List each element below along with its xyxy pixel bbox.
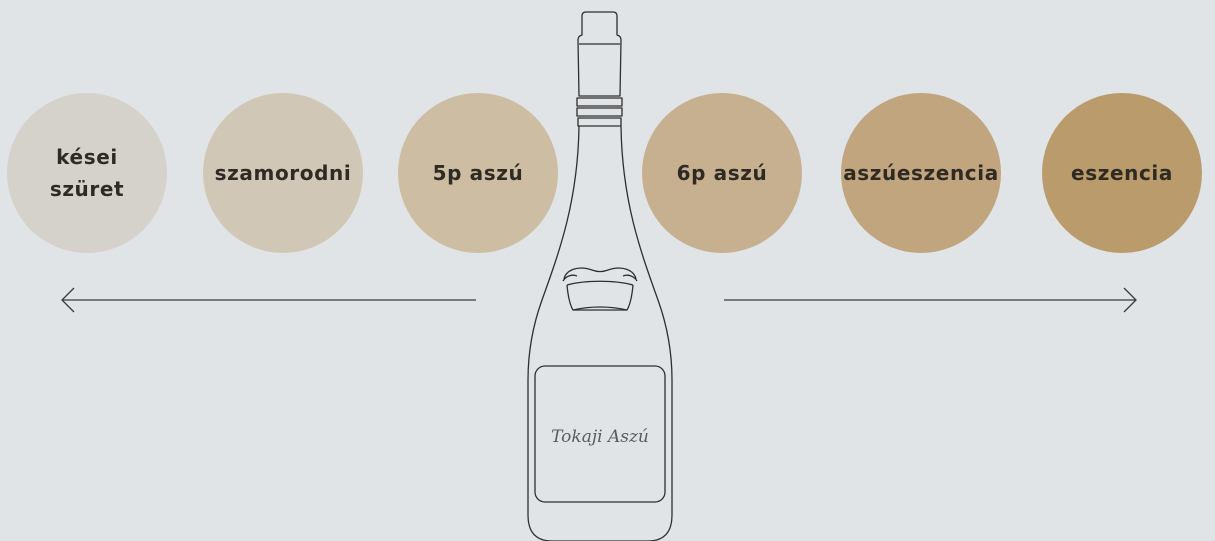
right-arrow-icon [724,288,1136,312]
bottle-body [528,126,672,541]
wine-bottle-icon [528,12,672,541]
bottle-cap [578,12,621,96]
bottle-label-text: Tokaji Aszú [551,427,649,447]
left-arrow-icon [62,288,476,312]
bottle-collar [577,98,622,106]
bottle-emblem-icon [563,268,637,310]
